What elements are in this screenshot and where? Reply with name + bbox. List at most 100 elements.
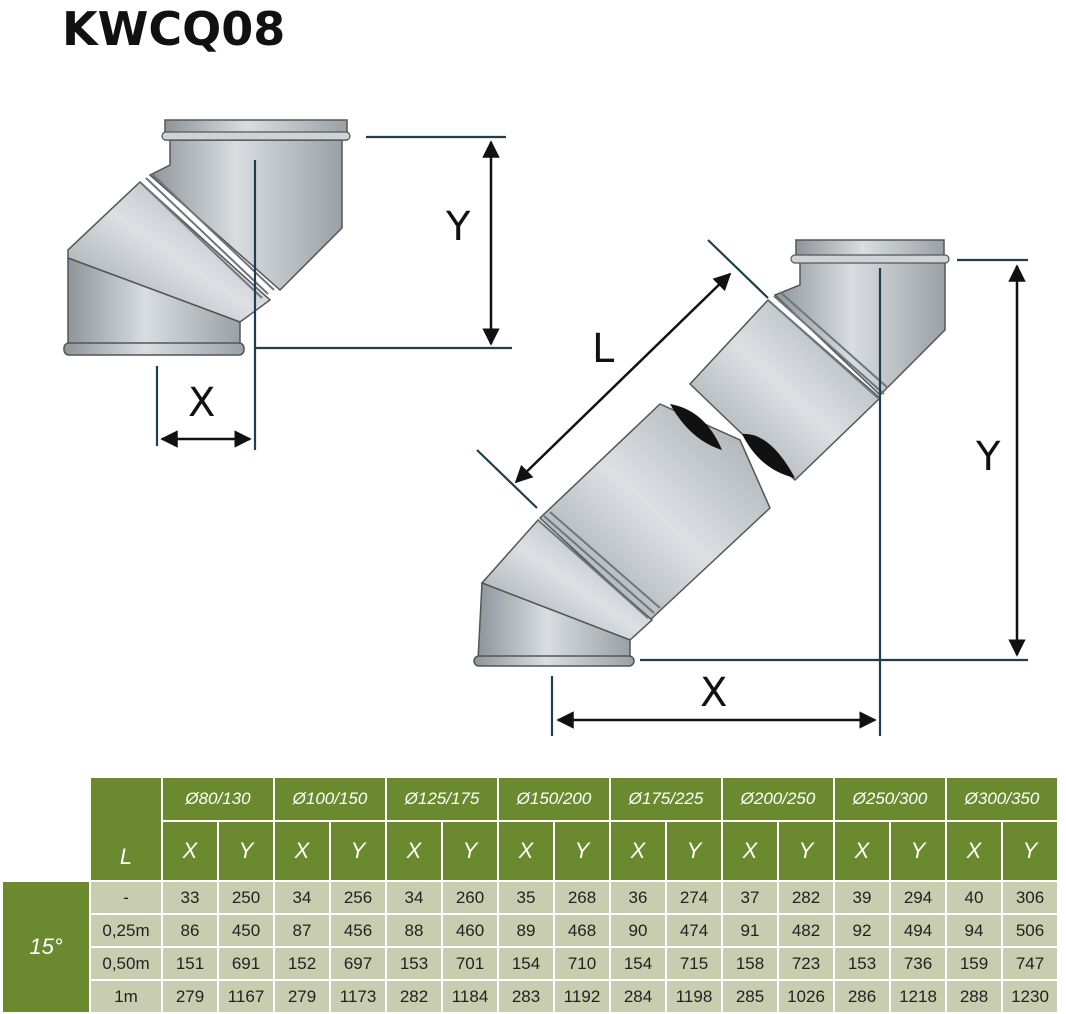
angle-row-header: 15°	[3, 882, 89, 1012]
extended-elbow-y-label: Y	[975, 434, 1001, 480]
x-value-cell: 34	[275, 882, 329, 913]
short-elbow-y-label: Y	[445, 204, 471, 250]
x-value-cell: 154	[499, 948, 553, 979]
x-header: X	[499, 822, 553, 880]
x-value-cell: 90	[611, 915, 665, 946]
y-value-cell: 1026	[779, 981, 833, 1012]
y-value-cell: 250	[219, 882, 273, 913]
y-value-cell: 1198	[667, 981, 721, 1012]
y-value-cell: 691	[219, 948, 273, 979]
extended-elbow-joint-rings	[537, 291, 889, 619]
y-value-cell: 274	[667, 882, 721, 913]
y-value-cell: 494	[891, 915, 945, 946]
x-value-cell: 153	[835, 948, 889, 979]
x-value-cell: 279	[163, 981, 217, 1012]
extended-elbow-x-label: X	[700, 670, 727, 716]
length-cell: 1m	[91, 981, 161, 1012]
x-value-cell: 37	[723, 882, 777, 913]
y-value-cell: 260	[443, 882, 497, 913]
x-value-cell: 286	[835, 981, 889, 1012]
x-value-cell: 158	[723, 948, 777, 979]
extended-elbow-dimensions	[476, 239, 1028, 736]
x-header: X	[163, 822, 217, 880]
y-value-cell: 1184	[443, 981, 497, 1012]
diameter-header-row: L Ø80/130 Ø100/150 Ø125/175 Ø150/200 Ø17…	[3, 778, 1057, 880]
x-value-cell: 282	[387, 981, 441, 1012]
x-header: X	[723, 822, 777, 880]
short-elbow-dimensions	[155, 135, 512, 450]
x-value-cell: 34	[387, 882, 441, 913]
y-value-cell: 715	[667, 948, 721, 979]
y-value-cell: 256	[331, 882, 385, 913]
y-value-cell: 506	[1003, 915, 1057, 946]
x-header: X	[835, 822, 889, 880]
x-value-cell: 40	[947, 882, 1001, 913]
y-value-cell: 1192	[555, 981, 609, 1012]
x-value-cell: 39	[835, 882, 889, 913]
y-value-cell: 482	[779, 915, 833, 946]
y-value-cell: 282	[779, 882, 833, 913]
y-value-cell: 697	[331, 948, 385, 979]
x-header: X	[387, 822, 441, 880]
x-value-cell: 284	[611, 981, 665, 1012]
x-value-cell: 154	[611, 948, 665, 979]
diameter-header: Ø250/300	[835, 778, 945, 820]
short-elbow-x-label: X	[188, 380, 215, 426]
y-header: Y	[219, 822, 273, 880]
l-column-header: L	[91, 778, 161, 880]
x-value-cell: 92	[835, 915, 889, 946]
x-value-cell: 88	[387, 915, 441, 946]
x-header: X	[947, 822, 1001, 880]
x-value-cell: 86	[163, 915, 217, 946]
dimension-table: L Ø80/130 Ø100/150 Ø125/175 Ø150/200 Ø17…	[1, 776, 1059, 1014]
x-value-cell: 89	[499, 915, 553, 946]
y-value-cell: 723	[779, 948, 833, 979]
x-value-cell: 36	[611, 882, 665, 913]
x-value-cell: 91	[723, 915, 777, 946]
x-value-cell: 288	[947, 981, 1001, 1012]
y-value-cell: 306	[1003, 882, 1057, 913]
y-value-cell: 468	[555, 915, 609, 946]
length-cell: 0,25m	[91, 915, 161, 946]
y-header: Y	[443, 822, 497, 880]
extended-elbow-cut-upper	[742, 433, 795, 478]
diameter-header: Ø100/150	[275, 778, 385, 820]
y-value-cell: 294	[891, 882, 945, 913]
y-value-cell: 460	[443, 915, 497, 946]
y-header: Y	[779, 822, 833, 880]
x-value-cell: 152	[275, 948, 329, 979]
xy-header-row: X Y X Y X Y X Y X Y X Y X Y X Y	[3, 822, 1057, 880]
y-value-cell: 1230	[1003, 981, 1057, 1012]
diameter-header: Ø80/130	[163, 778, 273, 820]
y-value-cell: 736	[891, 948, 945, 979]
short-elbow-drawing	[63, 119, 351, 356]
short-elbow-bottom-collar	[63, 342, 245, 356]
y-value-cell: 747	[1003, 948, 1057, 979]
x-value-cell: 94	[947, 915, 1001, 946]
length-cell: 0,50m	[91, 948, 161, 979]
y-header: Y	[1003, 822, 1057, 880]
x-value-cell: 35	[499, 882, 553, 913]
extended-elbow-bottom-collar	[473, 655, 635, 667]
x-value-cell: 159	[947, 948, 1001, 979]
diameter-header: Ø200/250	[723, 778, 833, 820]
y-value-cell: 710	[555, 948, 609, 979]
diameter-header: Ø125/175	[387, 778, 497, 820]
y-value-cell: 456	[331, 915, 385, 946]
x-header: X	[275, 822, 329, 880]
x-value-cell: 279	[275, 981, 329, 1012]
product-title: KWCQ08	[62, 2, 286, 56]
x-value-cell: 283	[499, 981, 553, 1012]
x-value-cell: 151	[163, 948, 217, 979]
y-value-cell: 268	[555, 882, 609, 913]
diameter-header: Ø175/225	[611, 778, 721, 820]
diameter-header: Ø150/200	[499, 778, 609, 820]
y-header: Y	[555, 822, 609, 880]
y-header: Y	[331, 822, 385, 880]
length-cell: -	[91, 882, 161, 913]
extended-elbow-l-arrow	[514, 272, 732, 484]
